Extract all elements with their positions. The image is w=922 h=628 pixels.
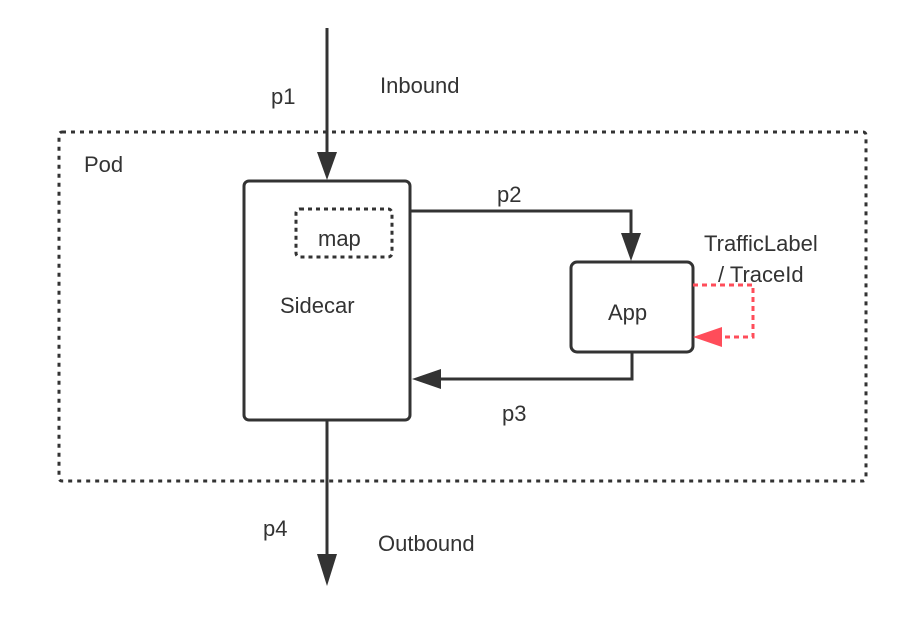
trace-loop-connector: [693, 283, 755, 339]
p1-label: p1: [271, 84, 295, 109]
pod-boundary: [57, 130, 868, 483]
inbound-arrowhead: [317, 152, 337, 180]
outbound-label: Outbound: [378, 531, 475, 556]
p2-connector: [410, 209, 633, 238]
p3-connector: [436, 352, 634, 381]
map-box: [294, 207, 394, 259]
map-label: map: [318, 226, 361, 251]
trace-loop-arrowhead: [693, 327, 722, 347]
sidecar-label: Sidecar: [280, 293, 355, 318]
p3-label: p3: [502, 401, 526, 426]
app-label: App: [608, 300, 647, 325]
p2-arrowhead: [621, 233, 641, 261]
p3-arrowhead: [412, 369, 441, 389]
p4-label: p4: [263, 516, 287, 541]
outbound-arrowhead: [317, 554, 337, 586]
traffic-label-text: TrafficLabel: [704, 231, 818, 256]
p2-label: p2: [497, 182, 521, 207]
pod-label: Pod: [84, 152, 123, 177]
trace-id-text: / TraceId: [718, 262, 804, 287]
inbound-label: Inbound: [380, 73, 460, 98]
